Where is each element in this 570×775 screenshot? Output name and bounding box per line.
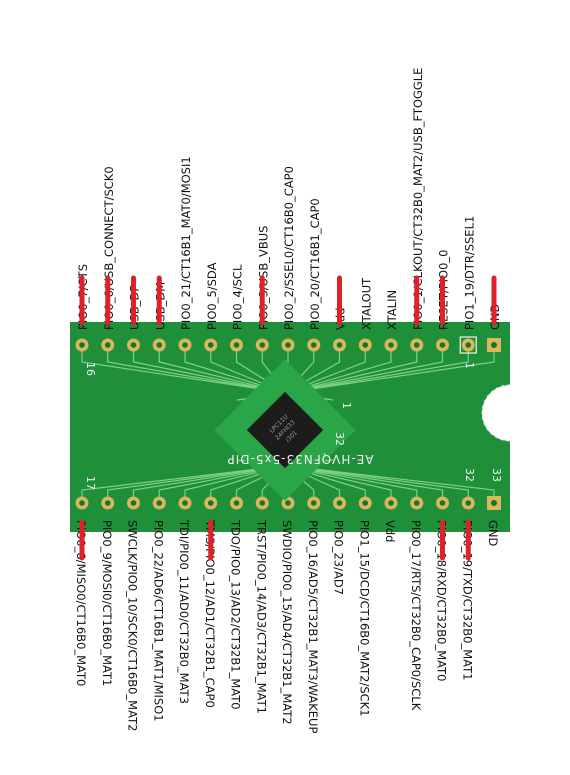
pad-hole <box>79 342 85 348</box>
bottom-pin-label: PIO0_8/MISO0/CT16B0_MAT0 <box>74 520 88 686</box>
pin-pads <box>75 336 501 510</box>
pad-hole <box>79 500 85 506</box>
top-pin-label: PIO1_19/DTR/SSEL1 <box>462 216 476 330</box>
pin-32-mark: 32 <box>463 468 476 482</box>
pad-hole <box>259 342 266 348</box>
pad-hole <box>130 342 137 348</box>
pad-hole <box>388 342 394 348</box>
pad-hole <box>156 342 163 348</box>
bottom-pin-labels: GND PIO0_19/TXD/CT32B0_MAT1 PIO0_18/RXD/CT… <box>74 519 500 733</box>
top-pin-label: XTALOUT <box>359 277 373 330</box>
pad-hole <box>465 342 472 348</box>
chip-pin-32-mark: 32 <box>333 432 346 446</box>
pin-33-mark: 33 <box>490 468 503 482</box>
pad-hole <box>465 500 472 506</box>
pad-hole <box>233 500 240 506</box>
pad-hole <box>439 342 446 348</box>
pad-hole <box>182 342 188 348</box>
qfn-chip <box>246 391 324 469</box>
pad-hole <box>491 500 497 506</box>
top-pin-label: XTALIN <box>385 290 399 330</box>
pin-16-mark: 16 <box>84 362 97 376</box>
pad-hole <box>336 500 343 506</box>
pad-hole <box>285 342 291 348</box>
bottom-pin-label: TRST/PIO0_14/AD3/CT32B1_MAT1 <box>254 519 268 714</box>
bottom-pin-label: PIO0_9/MOSI0/CT16B0_MAT1 <box>100 520 114 686</box>
top-pin-label: PIO0_4/SCL <box>231 264 245 330</box>
pad-hole <box>207 342 214 348</box>
pad-hole <box>130 500 137 506</box>
bottom-pin-label: SWCLK/PIO0_10/SCK0/CT16B0_MAT2 <box>126 520 140 731</box>
pad-hole <box>413 500 420 506</box>
pad-hole <box>182 500 188 506</box>
top-pin-label: PIO0_20/CT16B1_CAP0 <box>308 198 322 330</box>
top-pin-label: PIO0_1/CLKOUT/CT32B0_MAT2/USB_FTOGGLE <box>411 68 425 330</box>
bottom-pin-label: PIO0_16/AD5/CT32B1_MAT3/WAKEUP <box>306 520 320 733</box>
pin-1-mark: 1 <box>463 362 476 369</box>
bottom-pin-label: PIO0_17/RTS/CT32B0_CAP0/SCLK <box>409 520 423 711</box>
pad-hole <box>207 500 214 506</box>
bottom-pin-label: PIO1_15/DCD/CT16B0_MAT2/SCK1 <box>357 520 371 717</box>
pad-hole <box>104 500 111 506</box>
pad-hole <box>233 342 240 348</box>
pad-hole <box>439 500 446 506</box>
bottom-pin-label: SWDIO/PIO0_15/AD4/CT32B1_MAT2 <box>280 520 294 725</box>
bottom-pin-label: TDI/PIO0_11/AD0/CT32B0_MAT3 <box>177 519 191 704</box>
pad-hole <box>310 342 317 348</box>
pin-17-mark: 17 <box>84 476 97 490</box>
pad-hole <box>156 500 163 506</box>
board-silkscreen-label: AE-HVQFN33-5x5-DIP <box>227 452 374 466</box>
pad-hole <box>310 500 317 506</box>
bottom-pin-label: TMS/PIO0_12/AD1/CT32B1_CAP0 <box>203 519 217 708</box>
red-marker-strokes <box>79 275 497 561</box>
top-pin-label: PIO0_5/SDA <box>205 262 219 330</box>
bottom-pin-label: Vdd <box>383 520 397 542</box>
pad-hole <box>259 500 266 506</box>
chip-pin-1-mark: 1 <box>340 402 353 409</box>
pad-hole <box>285 500 291 506</box>
bottom-pin-label: PIO0_22/AD6/CT16B1_MAT1/MISO1 <box>151 520 165 722</box>
top-pin-label: PIO0_2/SSEL0/CT16B0_CAP0 <box>282 166 296 330</box>
pad-hole <box>491 342 497 348</box>
pad-hole <box>362 342 369 348</box>
bottom-pin-label: PIO0_18/RXD/CT32B0_MAT0 <box>435 520 449 681</box>
pad-hole <box>388 500 394 506</box>
bottom-pin-label: PIO0_23/AD7 <box>332 520 346 595</box>
breakout-board: LPC11U 24FHI33 /301 1 32 AE-HVQFN33-5x5-… <box>70 322 511 532</box>
top-pin-labels: GNDPIO1_19/DTR/SSEL1RESET/PIO0_0PIO0_1/C… <box>76 68 502 330</box>
top-pin-label: PIO0_21/CT16B1_MAT0/MOSI1 <box>179 156 193 330</box>
pad-hole <box>362 500 369 506</box>
pad-hole <box>413 342 420 348</box>
pad-hole <box>336 342 343 348</box>
pcb-notch <box>481 384 511 442</box>
bottom-pin-label: PIO0_19/TXD/CT32B0_MAT1 <box>460 520 474 680</box>
pad-hole <box>104 342 111 348</box>
bottom-pin-label: GND <box>486 520 500 547</box>
bottom-pin-label: TDO/PIO0_13/AD2/CT32B1_MAT0 <box>229 519 243 710</box>
pin-1-outline <box>459 336 477 354</box>
